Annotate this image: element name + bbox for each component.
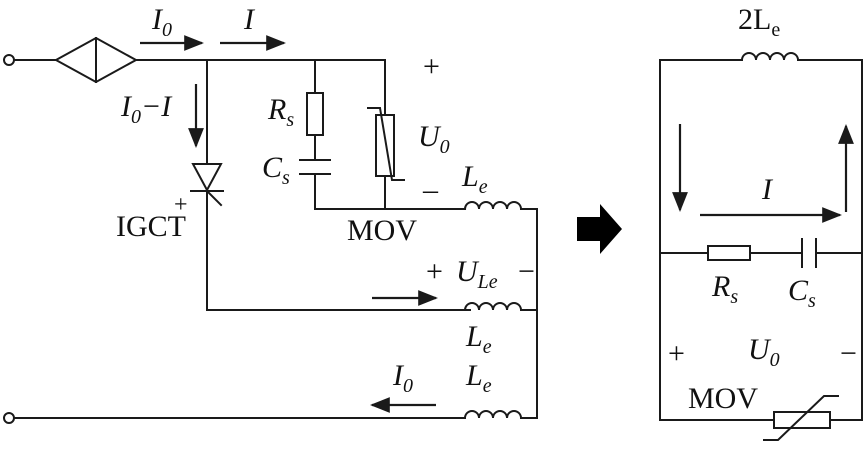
igct-branch-wire <box>206 59 471 311</box>
cs-label: Cs <box>262 151 290 189</box>
le-mid-label: Le <box>465 320 492 358</box>
ule-label: ULe <box>456 255 498 293</box>
mov-varistor <box>367 107 405 181</box>
left-circuit: I0 I + I0−I Rs Cs U0 – + IGCT MOV Le + U… <box>3 3 538 424</box>
igct-label: IGCT <box>116 210 186 243</box>
right-frame-left <box>659 59 775 421</box>
le-bottom-inductor <box>13 410 538 419</box>
cs-capacitor-right <box>801 238 817 268</box>
plus-right-label: + <box>668 337 685 370</box>
le-middle-inductor <box>463 302 538 312</box>
le-top-label: Le <box>461 160 488 198</box>
mov-right-label: MOV <box>688 382 758 415</box>
igct-symbol <box>190 163 224 207</box>
cs-right-label: Cs <box>788 274 816 312</box>
minus-right-label: − <box>840 337 857 370</box>
rs-right-label: Rs <box>711 270 738 308</box>
i0-top-label: I0 <box>151 3 172 41</box>
transform-arrow-icon <box>577 204 622 254</box>
two-le-inductor <box>659 52 863 421</box>
u0-right-label: U0 <box>748 333 780 371</box>
le-top-inductor <box>463 201 538 211</box>
i-loop-label: I <box>761 173 774 206</box>
i0-minus-i-label: I0−I <box>120 90 173 128</box>
snubber-branch-wire <box>314 59 466 210</box>
bottom-terminal <box>3 412 15 424</box>
ule-plus-label: + <box>426 255 443 288</box>
mov-minus-label: – <box>422 173 439 206</box>
ule-minus-label: − <box>518 255 535 288</box>
cs-capacitor <box>299 159 331 175</box>
i-top-label: I <box>243 3 256 36</box>
rs-label: Rs <box>267 93 294 131</box>
igct-plus-label: + <box>174 192 188 218</box>
i0-bottom-label: I0 <box>392 359 413 397</box>
two-le-label: 2Le <box>738 3 780 41</box>
mov-label: MOV <box>347 214 417 247</box>
plus-top-label: + <box>423 50 440 83</box>
rectifier-symbol <box>53 36 139 84</box>
le-bottom-label: Le <box>465 359 492 397</box>
mov-varistor-right <box>763 395 839 441</box>
rs-resistor-right <box>707 245 751 261</box>
u0-label: U0 <box>418 120 450 158</box>
rs-resistor <box>306 92 324 136</box>
right-circuit: 2Le I Rs Cs + U0 − MOV <box>659 3 863 441</box>
top-terminal <box>3 54 15 66</box>
